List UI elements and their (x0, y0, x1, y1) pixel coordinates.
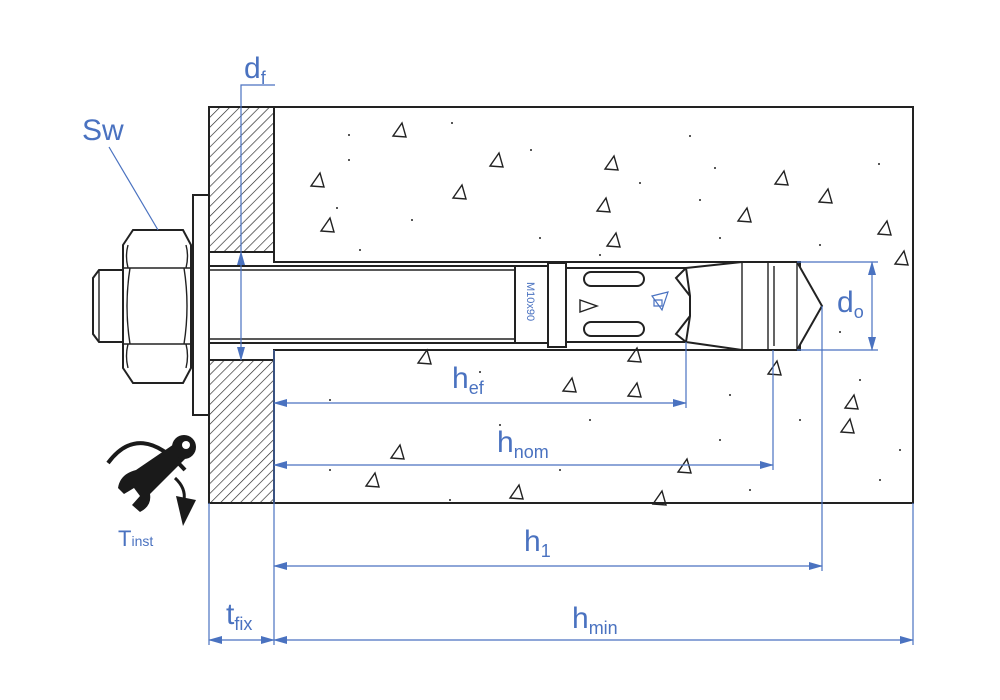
aggregate-triangle (876, 219, 892, 236)
aggregate-dot (729, 394, 731, 396)
aggregate-dot (689, 135, 691, 137)
aggregate-dot (530, 149, 532, 151)
aggregate-dot (859, 379, 861, 381)
aggregate-triangle (736, 206, 752, 223)
aggregate-triangle (451, 183, 467, 200)
aggregate-triangle (309, 171, 325, 188)
aggregate-triangle (416, 348, 432, 365)
aggregate-triangle (319, 216, 335, 233)
aggregate-dot (348, 134, 350, 136)
aggregate-triangle (817, 187, 833, 204)
aggregate-triangle (893, 249, 909, 266)
aggregate-dot (499, 424, 501, 426)
label-do: do (837, 286, 864, 322)
aggregate-triangle (626, 346, 642, 363)
aggregate-dot (599, 254, 601, 256)
aggregate-dot (329, 469, 331, 471)
anchor-marking: M10x90 (524, 282, 536, 321)
aggregate-triangle (508, 483, 524, 500)
hex-nut (122, 229, 192, 384)
aggregate-triangle (364, 471, 380, 488)
aggregate-dot (329, 399, 331, 401)
expansion-sleeve: M10x90 (514, 262, 691, 348)
aggregate-dot (348, 159, 350, 161)
aggregate-triangle (595, 196, 611, 213)
aggregate-dot (899, 449, 901, 451)
aggregate-dot (714, 167, 716, 169)
aggregate-triangle (651, 489, 667, 506)
label-hmin: hmin (572, 602, 618, 638)
aggregate-triangle (839, 417, 855, 434)
label-hef: hef (452, 362, 485, 398)
aggregate-dot (819, 244, 821, 246)
label-hnom: hnom (497, 426, 549, 462)
washer (192, 194, 210, 416)
aggregate-triangle (488, 151, 504, 168)
aggregate-dot (719, 439, 721, 441)
label-tfix: tfix (226, 598, 252, 634)
aggregate-dot (839, 331, 841, 333)
aggregate-dot (799, 419, 801, 421)
aggregate-triangle (603, 154, 619, 171)
aggregate-dot (639, 182, 641, 184)
expansion-cone (684, 261, 824, 351)
aggregate-triangle (561, 376, 577, 393)
aggregate-triangle (773, 169, 789, 186)
bolt-shank (208, 265, 516, 344)
dimension-lines (108, 84, 914, 645)
label-df: df (244, 52, 267, 88)
aggregate-dot (451, 122, 453, 124)
label-sw: Sw (82, 114, 124, 147)
aggregate-dot (449, 499, 451, 501)
aggregate-triangle (626, 381, 642, 398)
aggregate-dot (699, 199, 701, 201)
label-h1: h1 (524, 525, 551, 561)
aggregate-triangle (605, 231, 621, 248)
aggregate-dot (359, 249, 361, 251)
brand-logo-icon (650, 291, 669, 312)
aggregate-dot (589, 419, 591, 421)
aggregate-dot (539, 237, 541, 239)
label-tinst: Tinst (118, 526, 153, 551)
aggregate-triangle (391, 121, 407, 138)
aggregate-dot (411, 219, 413, 221)
aggregate-triangle (843, 393, 859, 410)
aggregate-dot (719, 237, 721, 239)
wrench-torque-icon (106, 435, 196, 526)
fixture-lower (208, 359, 275, 504)
aggregate-dot (336, 207, 338, 209)
bolt-end (92, 269, 124, 343)
aggregate-dot (879, 479, 881, 481)
aggregate-dot (559, 469, 561, 471)
aggregate-dot (479, 371, 481, 373)
aggregate-dot (749, 489, 751, 491)
aggregate-triangle (389, 443, 405, 460)
aggregate-dot (878, 163, 880, 165)
